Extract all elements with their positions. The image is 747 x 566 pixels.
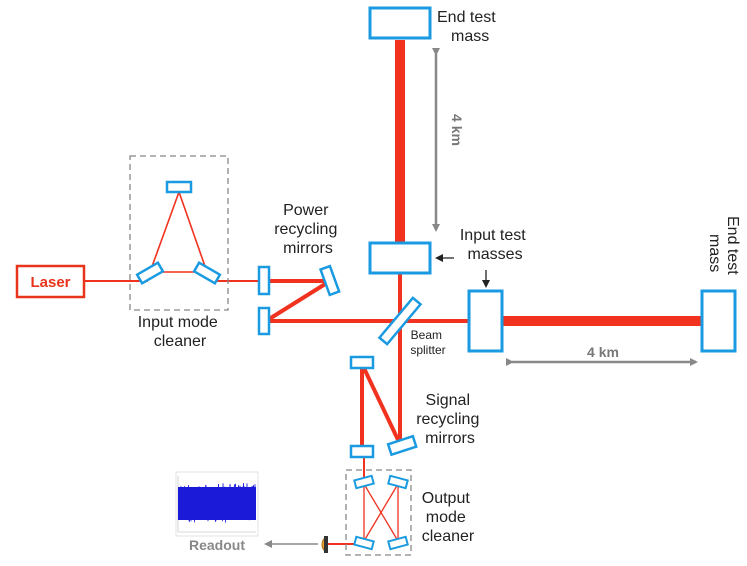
- input-test-mass-vertical: [368, 241, 432, 275]
- signal-recycling-mirror-top: [349, 355, 375, 370]
- end-test-mass-top-label: End test mass: [437, 9, 500, 45]
- imc-right-mirror: [192, 260, 222, 286]
- end-test-mass-right: [700, 289, 737, 353]
- omc-mirror-bottom-right: [387, 535, 409, 551]
- end-test-mass-right-label: End test mass: [706, 216, 741, 279]
- input-test-masses-label: Input test masses: [460, 227, 530, 263]
- power-recycling-mirror-1: [257, 265, 271, 296]
- imc-top-mirror: [165, 180, 193, 194]
- imc-left-mirror: [135, 260, 165, 286]
- input-mode-cleaner-label: Input mode cleaner: [138, 314, 223, 350]
- output-mode-cleaner-label: Output mode cleaner: [422, 490, 475, 545]
- beam-splitter-label: Beam splitter: [410, 328, 445, 357]
- signal-recycling-mirror-bottom-right: [386, 434, 418, 457]
- noise-waveform-icon: [175, 471, 259, 537]
- end-test-mass-top: [368, 6, 432, 40]
- signal-recycling-mirror-bottom-left: [349, 444, 375, 459]
- readout-label: Readout: [189, 537, 245, 553]
- beam-splitter: [377, 296, 423, 346]
- pointer-arrows: [435, 254, 490, 288]
- power-recycling-label: Power recycling mirrors: [274, 202, 342, 257]
- dimension-arrows: [432, 48, 698, 366]
- omc-mirror-top-right: [387, 474, 409, 490]
- power-recycling-beam: [264, 279, 468, 323]
- input-mode-cleaner-box: [129, 155, 229, 311]
- power-recycling-mirror-2: [318, 264, 341, 297]
- input-test-mass-horizontal: [467, 289, 504, 353]
- optics: [135, 6, 737, 551]
- photodiode-icon: [321, 536, 328, 553]
- signal-recycling-beam: [360, 363, 402, 450]
- laser-label: Laser: [30, 274, 70, 291]
- signal-recycling-label: Signal recycling mirrors: [416, 392, 484, 447]
- omc-mirror-bottom-left: [353, 535, 375, 551]
- power-recycling-mirror-3: [257, 306, 271, 336]
- laser-box: [15, 264, 86, 299]
- vertical-arm-length-label: 4 km: [449, 114, 465, 146]
- output-mode-cleaner-box: [345, 469, 412, 556]
- input-mode-cleaner-beam: [149, 189, 209, 273]
- laser-beam-paths: [84, 40, 702, 545]
- horizontal-arm-length-label: 4 km: [587, 344, 619, 360]
- omc-mirror-top-left: [353, 474, 375, 490]
- output-mode-cleaner-beam: [363, 483, 399, 542]
